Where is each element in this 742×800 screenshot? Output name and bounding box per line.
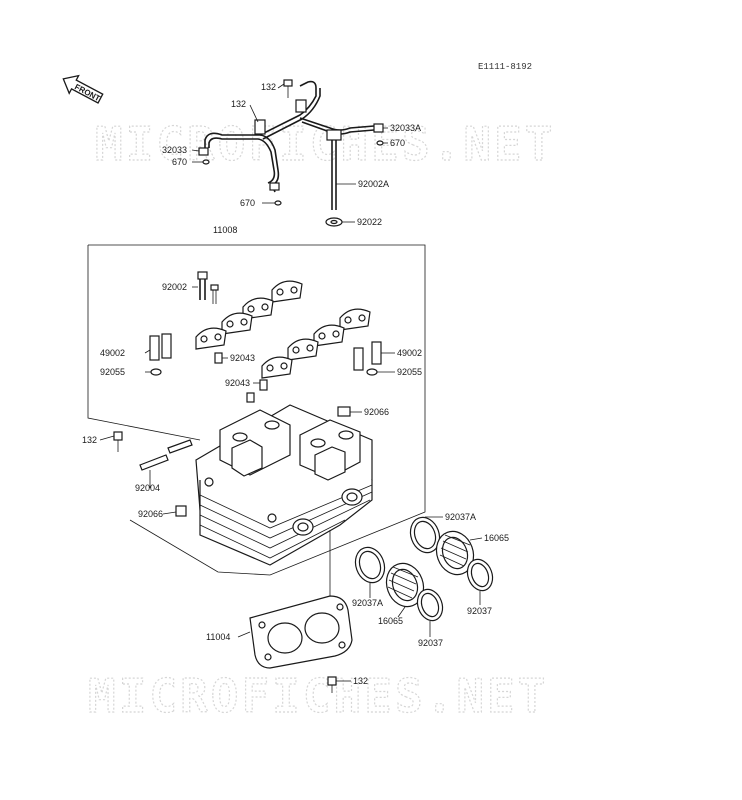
callout-49002-right: 49002 — [397, 348, 422, 358]
intake-holder-lower — [354, 546, 444, 622]
callout-132-left: 132 — [82, 435, 97, 445]
callout-92022: 92022 — [357, 217, 382, 227]
callout-670-right: 670 — [390, 138, 405, 148]
guide-left — [149, 333, 172, 376]
plug — [337, 406, 351, 417]
callout-132-top: 132 — [261, 82, 276, 92]
banjo-bolt — [254, 119, 266, 135]
o-ring — [376, 140, 384, 146]
o-ring — [202, 159, 210, 165]
cylinder-head — [195, 404, 373, 566]
callout-92002A: 92002A — [358, 179, 389, 189]
callout-132-top2: 132 — [231, 99, 246, 109]
diagram-code: E1111-8192 — [478, 62, 532, 72]
watermark-bottom: MICROFICHES.NET — [88, 669, 548, 723]
callout-92043-a: 92043 — [230, 353, 255, 363]
callout-92004: 92004 — [135, 483, 160, 493]
callout-92037-right: 92037 — [467, 606, 492, 616]
callout-16065-right: 16065 — [484, 533, 509, 543]
callout-11008: 11008 — [213, 225, 237, 235]
callout-670-bottom: 670 — [240, 198, 255, 208]
callout-32033A: 32033A — [390, 123, 421, 133]
stud — [139, 454, 169, 471]
watermark-top: MICROFICHES.NET — [95, 117, 555, 171]
guide-right — [353, 341, 382, 376]
dowel-pin — [214, 352, 223, 364]
callout-92055-left: 92055 — [100, 367, 125, 377]
front-arrow-icon: FRONT — [62, 74, 104, 104]
assembly-frame — [87, 245, 201, 441]
cap-bolt — [197, 271, 219, 304]
callout-92066-left: 92066 — [138, 509, 163, 519]
banjo-bolt — [295, 99, 307, 113]
callout-92037-bottom: 92037 — [418, 638, 443, 648]
pipe-end-fitting — [373, 123, 384, 133]
callout-labels: 132 132 32033A 670 32033 670 92002A 670 … — [82, 82, 509, 686]
callout-92037A-top: 92037A — [445, 512, 476, 522]
intake-holder-upper — [409, 516, 494, 592]
callout-92002: 92002 — [162, 282, 187, 292]
pipe-end-fitting — [198, 147, 209, 156]
dowel-pin — [259, 379, 268, 391]
callout-92043-b: 92043 — [225, 378, 250, 388]
plug — [175, 505, 187, 517]
callout-92055-right: 92055 — [397, 367, 422, 377]
callout-16065-bottom: 16065 — [378, 616, 403, 626]
head-gasket — [249, 595, 353, 669]
oil-pipe-assembly — [198, 79, 384, 227]
callout-49002-left: 49002 — [100, 348, 125, 358]
callout-11004: 11004 — [206, 632, 230, 642]
callout-32033: 32033 — [162, 145, 187, 155]
callout-92066-right: 92066 — [364, 407, 389, 417]
callout-132-bottom: 132 — [353, 676, 368, 686]
callout-670-left: 670 — [172, 157, 187, 167]
dowel-pin — [246, 392, 255, 403]
o-ring — [274, 200, 282, 206]
bolt — [113, 431, 123, 441]
camshaft-caps — [195, 280, 371, 379]
callout-92037A-bottom: 92037A — [352, 598, 383, 608]
bolt — [283, 79, 293, 87]
stud-nut — [326, 129, 342, 141]
pipe-end-fitting — [269, 182, 280, 191]
leader-lines — [99, 83, 483, 682]
bolt — [327, 676, 337, 686]
